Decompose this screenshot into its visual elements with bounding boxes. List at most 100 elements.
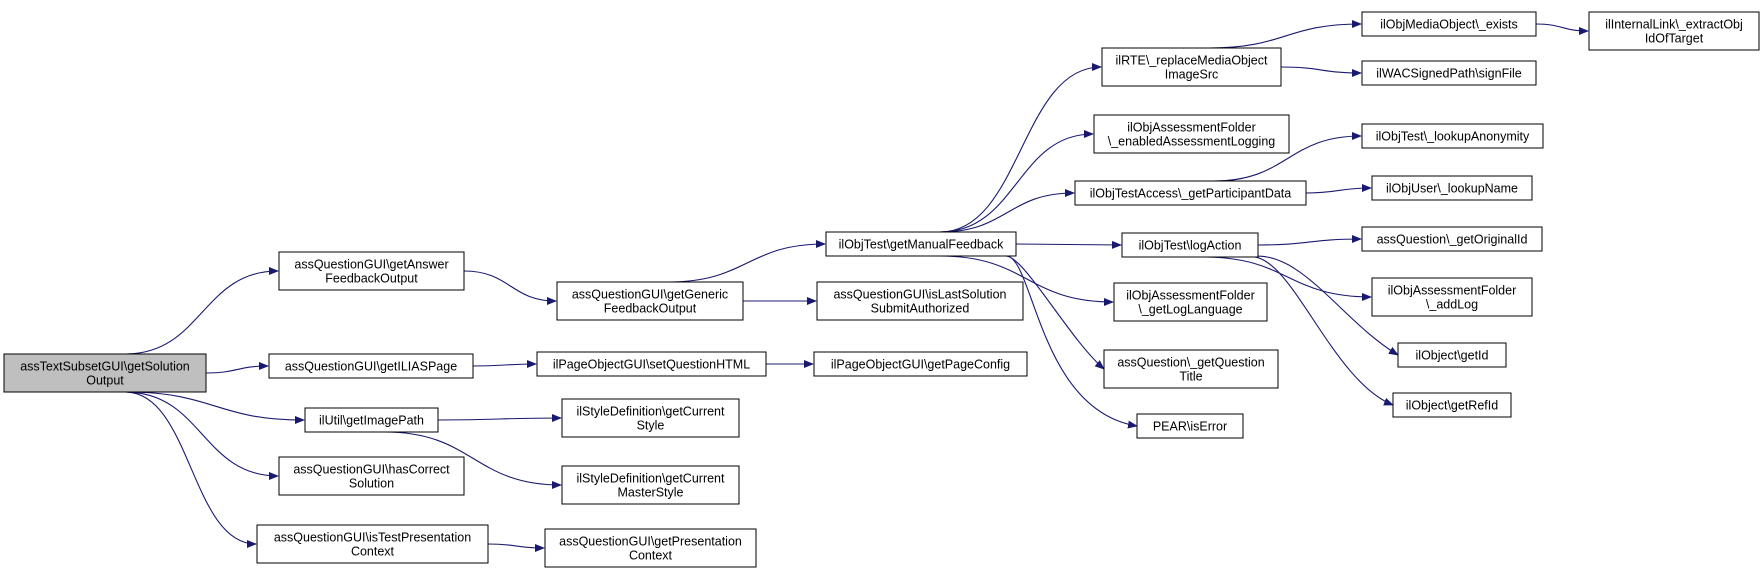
node-label: SubmitAuthorized [871,302,970,316]
node-lookup-name[interactable]: ilObjUser\_lookupName [1371,175,1533,201]
node-box [1361,60,1537,86]
node-box [278,251,465,291]
edge [1535,23,1589,35]
edge [1247,256,1394,406]
edge [668,240,826,283]
edge-root-to-image-path [125,391,305,424]
node-label: Solution [349,477,394,491]
node-box [256,524,489,564]
edge [125,391,257,548]
edge-manual-feedback-to-pear-is-error [1005,255,1138,429]
node-label: ilObjTest\_lookupAnonymity [1376,130,1530,144]
node-box [536,351,767,377]
node-ilias-page[interactable]: assQuestionGUI\getILIASPage [268,353,474,379]
node-label: \_enabledAssessmentLogging [1108,135,1276,149]
node-box [1361,123,1544,149]
node-original-id[interactable]: assQuestion\_getOriginalId [1361,226,1543,252]
node-sign-file[interactable]: ilWACSignedPath\signFile [1361,60,1537,86]
edge-log-action-to-get-ref-id [1247,256,1394,406]
node-get-ref-id[interactable]: ilObject\getRefId [1392,392,1512,418]
node-add-log[interactable]: ilObjAssessmentFolder\_addLog [1371,277,1533,317]
node-label: ilObjAssessmentFolder [1388,284,1517,298]
edge-log-action-to-original-id [1257,235,1362,246]
node-box [1361,11,1537,37]
edge-media-exists-to-extract-obj [1535,23,1589,35]
node-box [304,407,439,433]
node-label: ilObject\getRefId [1406,399,1498,413]
node-label: ilObjUser\_lookupName [1386,182,1518,196]
node-box [1136,413,1244,439]
node-box [1361,226,1543,252]
edge [472,360,537,369]
edge [125,267,279,355]
edge-log-action-to-add-log [1203,256,1372,301]
node-box [544,528,757,568]
node-page-config[interactable]: ilPageObjectGUI\getPageConfig [813,351,1028,377]
edge-answer-feedback-to-generic-feedback [463,270,557,305]
node-box [561,398,740,438]
node-box [1093,114,1290,154]
edge-rte-replace-to-media-exists [1209,20,1362,49]
node-log-action[interactable]: ilObjTest\logAction [1121,232,1259,258]
edge-rte-replace-to-sign-file [1280,66,1362,77]
node-box [1371,277,1533,317]
node-label: Output [86,374,124,388]
node-box [825,231,1017,257]
edges-layer [125,20,1589,552]
node-label: FeedbackOutput [325,272,418,286]
edge-root-to-is-test-pres [125,391,257,548]
node-label: Context [351,545,395,559]
node-label: assQuestionGUI\getAnswer [294,258,448,272]
node-set-question-html[interactable]: ilPageObjectGUI\setQuestionHTML [536,351,767,377]
node-label: Style [637,419,665,433]
node-participant-data[interactable]: ilObjTestAccess\_getParticipantData [1074,180,1307,206]
edge [1247,255,1399,356]
node-label: ilObjMediaObject\_exists [1380,18,1518,32]
node-label: ImageSrc [1165,68,1219,82]
node-box [1588,11,1760,51]
edge-is-test-pres-to-pres-context [487,543,545,552]
node-image-path[interactable]: ilUtil\getImagePath [304,407,439,433]
node-label: assQuestionGUI\getILIASPage [285,360,457,374]
edge-ilias-page-to-set-question-html [472,360,537,369]
edge-participant-data-to-lookup-anonymity [1213,132,1362,182]
node-label: ilObjTest\logAction [1139,239,1242,253]
edge-log-action-to-get-id [1247,255,1399,356]
edge [1257,235,1362,246]
node-lookup-anonymity[interactable]: ilObjTest\_lookupAnonymity [1361,123,1544,149]
edge-manual-feedback-to-log-language [939,255,1114,306]
edge-image-path-to-current-master [384,431,562,489]
node-pear-is-error[interactable]: PEAR\isError [1136,413,1244,439]
edge-generic-feedback-to-manual-feedback [668,240,826,283]
node-log-language[interactable]: ilObjAssessmentFolder\_getLogLanguage [1113,282,1268,322]
node-box [1074,180,1307,206]
node-label: assQuestionGUI\isTestPresentation [274,531,471,545]
node-enabled-logging[interactable]: ilObjAssessmentFolder\_enabledAssessment… [1093,114,1290,154]
node-label: assQuestionGUI\getPresentation [559,535,742,549]
node-label: ilObjTestAccess\_getParticipantData [1090,187,1292,201]
node-manual-feedback[interactable]: ilObjTest\getManualFeedback [825,231,1017,257]
edge-image-path-to-current-style [437,414,562,423]
node-get-id[interactable]: ilObject\getId [1397,342,1507,368]
node-box [1101,47,1282,87]
node-label: \_addLog [1426,298,1478,312]
edge-manual-feedback-to-enabled-logging [939,130,1094,233]
node-label: ilWACSignedPath\signFile [1376,67,1521,81]
edge [1203,256,1372,301]
node-is-last-solution[interactable]: assQuestionGUI\isLastSolutionSubmitAutho… [816,281,1024,321]
node-box [816,281,1024,321]
node-media-exists[interactable]: ilObjMediaObject\_exists [1361,11,1537,37]
node-label: assQuestion\_getOriginalId [1377,233,1528,247]
